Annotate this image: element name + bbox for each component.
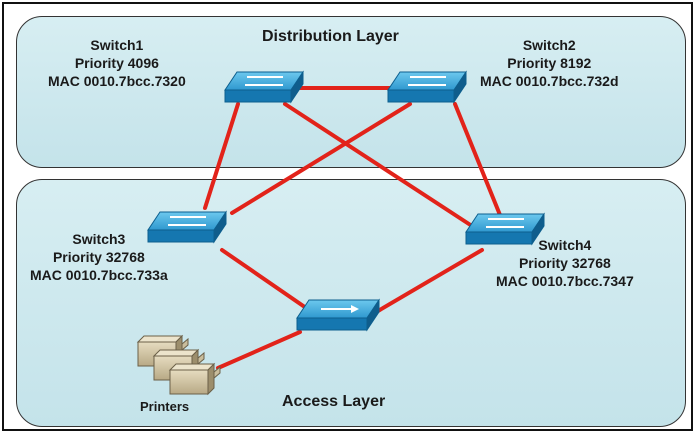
switch2-name: Switch2 bbox=[522, 37, 576, 53]
switch4-name: Switch4 bbox=[538, 237, 592, 253]
switch4-icon[interactable] bbox=[465, 212, 545, 246]
switch3-priority: Priority 32768 bbox=[52, 249, 145, 265]
switch4-label: Switch4 Priority 32768 MAC 0010.7bcc.734… bbox=[496, 236, 634, 290]
printers-icon[interactable] bbox=[136, 334, 221, 396]
printers-label: Printers bbox=[140, 399, 190, 414]
switch3-icon[interactable] bbox=[147, 210, 227, 244]
access-layer-title: Access Layer bbox=[282, 393, 386, 410]
switch3-mac: MAC 0010.7bcc.733a bbox=[30, 267, 168, 283]
switch3-name: Switch3 bbox=[72, 231, 126, 247]
links bbox=[203, 86, 502, 370]
switch1-priority: Priority 4096 bbox=[74, 55, 159, 71]
link-switch1-switch3 bbox=[203, 102, 240, 210]
distribution-layer-zone bbox=[16, 16, 686, 168]
switch3-label: Switch3 Priority 32768 MAC 0010.7bcc.733… bbox=[30, 230, 168, 284]
switch1-name: Switch1 bbox=[90, 37, 144, 53]
switch4-mac: MAC 0010.7bcc.7347 bbox=[496, 273, 634, 289]
switch2-priority: Priority 8192 bbox=[507, 55, 592, 71]
distribution-layer-title: Distribution Layer bbox=[262, 28, 399, 45]
link-switch4-access-switch bbox=[376, 248, 484, 313]
switch1-icon[interactable] bbox=[224, 70, 304, 104]
switch1-mac: MAC 0010.7bcc.7320 bbox=[48, 73, 186, 89]
access-switch-icon[interactable] bbox=[296, 298, 380, 332]
switch2-mac: MAC 0010.7bcc.732d bbox=[480, 73, 619, 89]
switch2-icon[interactable] bbox=[387, 70, 467, 104]
switch4-priority: Priority 32768 bbox=[518, 255, 611, 271]
link-switch3-access-switch bbox=[220, 248, 314, 314]
switch1-label: Switch1 Priority 4096 MAC 0010.7bcc.7320 bbox=[48, 36, 186, 90]
link-switch1-switch4 bbox=[283, 102, 474, 228]
switch2-label: Switch2 Priority 8192 MAC 0010.7bcc.732d bbox=[480, 36, 619, 90]
link-switch2-switch3 bbox=[230, 102, 412, 215]
link-printers-access-switch bbox=[216, 330, 302, 370]
link-switch2-switch4 bbox=[453, 102, 502, 217]
